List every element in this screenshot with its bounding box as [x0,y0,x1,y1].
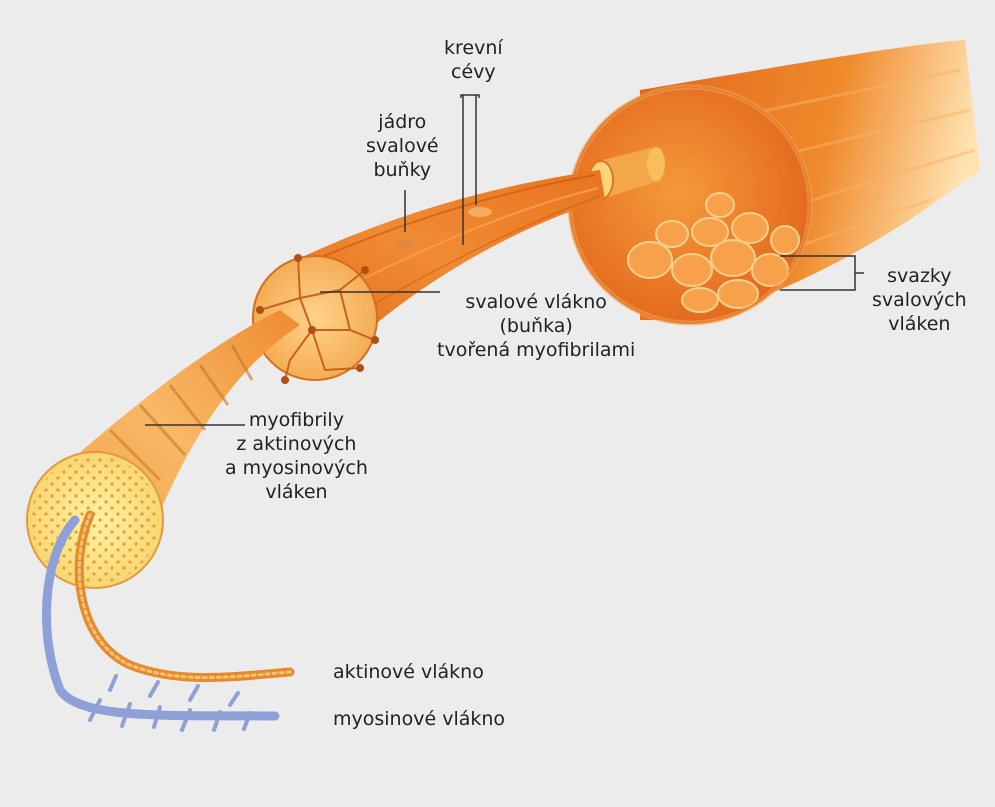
label-line: vláken [872,312,967,336]
label-line: cévy [444,60,503,84]
label-myofibrils: myofibrily z aktinových a myosinových vl… [225,408,368,504]
label-line: tvořená myofibrilami [437,338,635,362]
label-line: svalové vlákno [437,290,635,314]
label-line: vláken [225,480,368,504]
label-bundles: svazky svalových vláken [872,264,967,336]
nucleus-spot [395,238,415,250]
label-nucleus: jádro svalové buňky [366,110,439,182]
label-blood-vessels: krevní cévy [444,36,503,84]
label-line: jádro [366,110,439,134]
label-line: svalových [872,288,967,312]
label-line: krevní [444,36,503,60]
label-line: (buňka) [437,314,635,338]
label-actin: aktinové vlákno [333,660,484,684]
label-line: a myosinových [225,456,368,480]
label-line: myofibrily [225,408,368,432]
label-line: svalové [366,134,439,158]
label-myosin: myosinové vlákno [333,707,505,731]
label-line: z aktinových [225,432,368,456]
label-line: svazky [872,264,967,288]
label-line: buňky [366,158,439,182]
label-muscle-fiber: svalové vlákno (buňka) tvořená myofibril… [437,290,635,362]
